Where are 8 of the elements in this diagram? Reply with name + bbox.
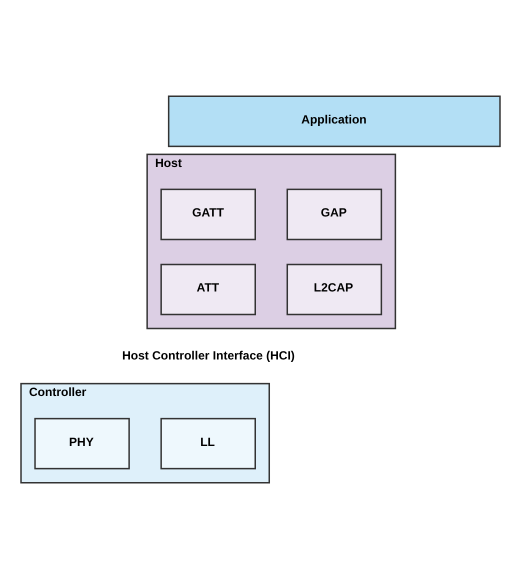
label: Host Controller Interface (HCI) (122, 348, 294, 363)
node-box: Application (167, 96, 500, 148)
node-box: L2CAP (286, 264, 382, 316)
node-box: ATT (160, 264, 256, 316)
node-box: GATT (160, 188, 256, 240)
node-box: LL (160, 418, 256, 470)
node-box: GAP (286, 188, 382, 240)
node-box: PHY (34, 418, 130, 470)
